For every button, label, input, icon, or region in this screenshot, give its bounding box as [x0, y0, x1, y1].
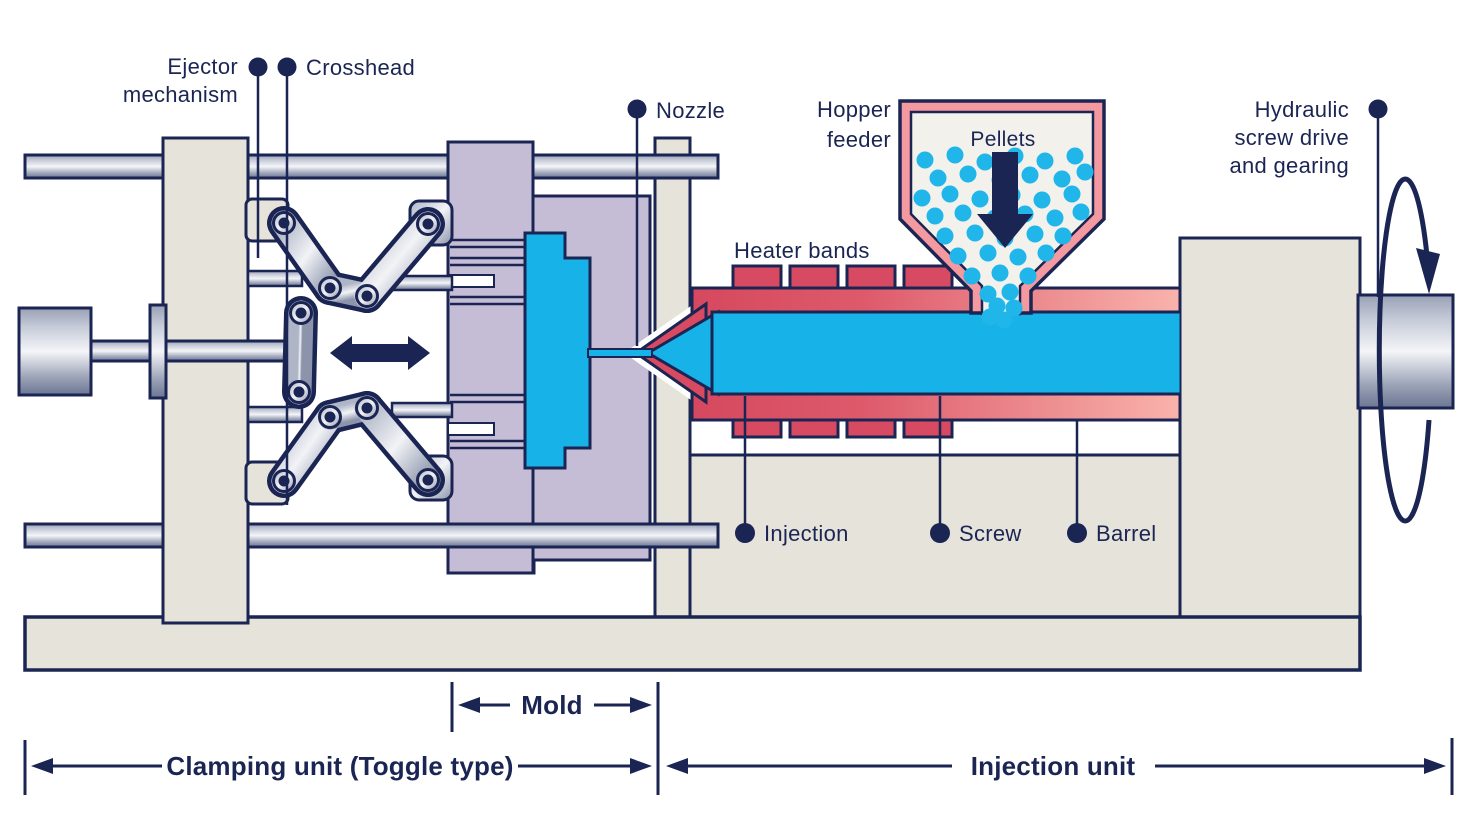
dimension-lines	[23, 682, 1454, 795]
label-crosshead: Crosshead	[306, 55, 415, 80]
hopper	[898, 99, 1106, 329]
label-clamping-unit-span: Clamping unit (Toggle type)	[166, 751, 513, 781]
screw-drive	[1356, 176, 1455, 524]
machine-base	[23, 615, 1362, 672]
dimension-arrowheads	[31, 697, 1446, 774]
ejector-plate-lines	[450, 238, 527, 450]
dimension-annotations: Mold Clamping unit (Toggle type) Injecti…	[23, 682, 1454, 795]
tie-bar-bottom	[23, 522, 720, 549]
ejector-pin-slot	[447, 422, 495, 436]
label-hydraulic-drive-3: and gearing	[1229, 153, 1349, 178]
tie-bar-top	[23, 153, 720, 180]
callouts: Ejector mechanism Crosshead Nozzle Hoppe…	[123, 54, 1388, 546]
leader-lines	[256, 76, 1380, 524]
label-mold-span: Mold	[521, 690, 582, 720]
platen-motion-arrow-icon	[330, 336, 430, 370]
pellets-cluster	[913, 146, 1094, 329]
label-pellets: Pellets	[970, 128, 1035, 151]
label-hydraulic-drive: Hydraulic	[1255, 97, 1349, 122]
label-heater-bands: Heater bands	[734, 238, 870, 263]
label-barrel: Barrel	[1096, 521, 1157, 546]
molded-part	[523, 231, 592, 470]
pellet-flow-arrow-icon	[977, 152, 1033, 248]
moving-platen	[446, 140, 535, 575]
label-injection: Injection	[764, 521, 849, 546]
barrel-assembly	[587, 264, 1182, 439]
label-nozzle: Nozzle	[656, 98, 725, 123]
rotation-arrowhead-icon	[1416, 248, 1440, 294]
label-ejector-mechanism: Ejector	[167, 54, 238, 79]
label-ejector-mechanism-2: mechanism	[123, 82, 238, 107]
drive-housing	[1178, 236, 1362, 625]
label-injection-unit-span: Injection unit	[971, 751, 1136, 781]
rotation-arrow-icon	[1376, 176, 1432, 524]
sprue-channel	[587, 348, 653, 358]
toggle-pins	[272, 211, 440, 493]
machine-body	[17, 99, 1455, 672]
label-hopper-feeder-2: feeder	[827, 127, 891, 152]
toggle-mechanism	[244, 197, 454, 506]
heater-bands	[731, 264, 954, 439]
label-screw: Screw	[959, 521, 1022, 546]
label-hydraulic-drive-2: screw drive	[1234, 125, 1349, 150]
label-hopper-feeder: Hopper	[817, 97, 891, 122]
clamp-cylinder	[17, 303, 308, 400]
drive-shaft	[1356, 293, 1455, 410]
ejector-pin-slot	[447, 274, 495, 288]
fixed-plate	[161, 136, 250, 625]
leader-dots	[248, 57, 1388, 543]
